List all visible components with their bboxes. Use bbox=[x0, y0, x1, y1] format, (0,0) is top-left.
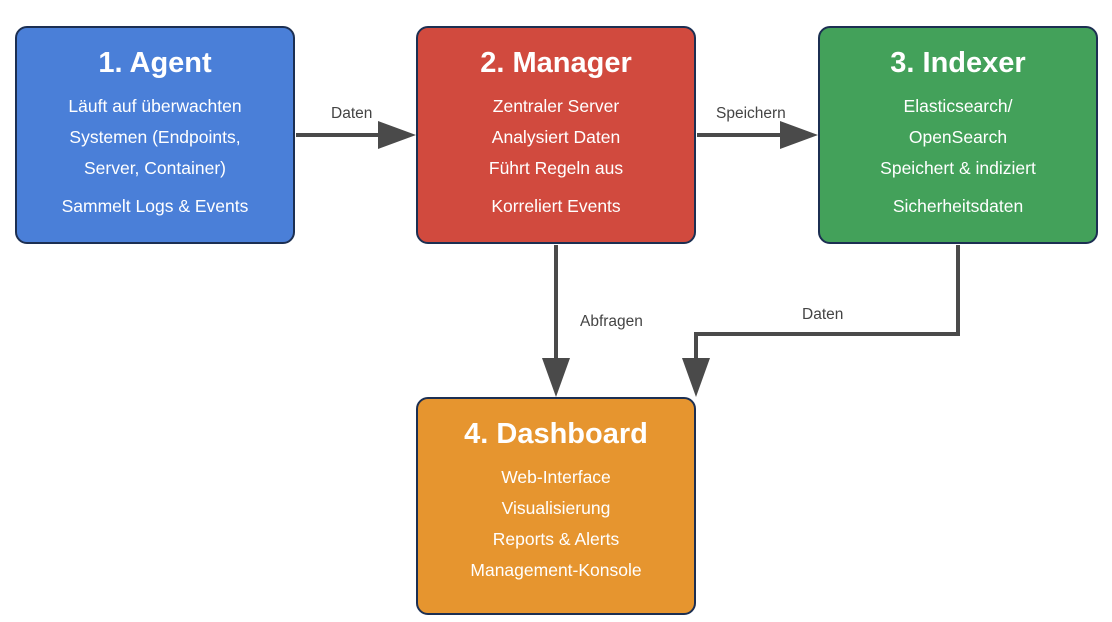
dashboard-line-3: Reports & Alerts bbox=[492, 529, 620, 549]
manager-line-4: Korreliert Events bbox=[491, 196, 621, 216]
dashboard-line-2: Visualisierung bbox=[501, 498, 611, 518]
agent-node: 1. Agent Läuft auf überwachten Systemen … bbox=[15, 26, 295, 244]
agent-title: 1. Agent bbox=[98, 47, 212, 79]
dashboard-node: 4. Dashboard Web-Interface Visualisierun… bbox=[416, 397, 696, 615]
edge-label-manager-indexer: Speichern bbox=[716, 105, 786, 122]
edge-label-indexer-dashboard: Daten bbox=[802, 306, 844, 323]
agent-line-2: Systemen (Endpoints, bbox=[69, 127, 241, 147]
indexer-node: 3. Indexer Elasticsearch/ OpenSearch Spe… bbox=[818, 26, 1098, 244]
arrowhead-indexer-to-dashboard bbox=[682, 358, 710, 397]
manager-line-1: Zentraler Server bbox=[492, 96, 620, 116]
dashboard-line-1: Web-Interface bbox=[501, 467, 611, 487]
dashboard-line-4: Management-Konsole bbox=[470, 560, 642, 580]
edge-label-manager-dashboard: Abfragen bbox=[580, 313, 643, 330]
arrowhead-manager-to-indexer bbox=[780, 121, 818, 149]
arrowhead-manager-to-dashboard bbox=[542, 358, 570, 397]
agent-line-3: Server, Container) bbox=[83, 158, 226, 178]
manager-line-3: Führt Regeln aus bbox=[488, 158, 624, 178]
arrowhead-agent-to-manager bbox=[378, 121, 416, 149]
manager-line-2: Analysiert Daten bbox=[491, 127, 621, 147]
arrow-indexer-to-dashboard-line bbox=[694, 245, 960, 362]
indexer-line-4: Sicherheitsdaten bbox=[892, 196, 1024, 216]
dashboard-title: 4. Dashboard bbox=[464, 418, 648, 450]
indexer-line-1: Elasticsearch/ bbox=[903, 96, 1013, 116]
edge-label-agent-manager: Daten bbox=[331, 105, 373, 122]
indexer-line-2: OpenSearch bbox=[908, 127, 1008, 147]
manager-node: 2. Manager Zentraler Server Analysiert D… bbox=[416, 26, 696, 244]
indexer-line-3: Speichert & indiziert bbox=[880, 158, 1036, 178]
agent-line-4: Sammelt Logs & Events bbox=[61, 196, 249, 216]
agent-line-1: Läuft auf überwachten bbox=[68, 96, 242, 116]
indexer-title: 3. Indexer bbox=[890, 47, 1026, 79]
manager-title: 2. Manager bbox=[480, 47, 632, 79]
